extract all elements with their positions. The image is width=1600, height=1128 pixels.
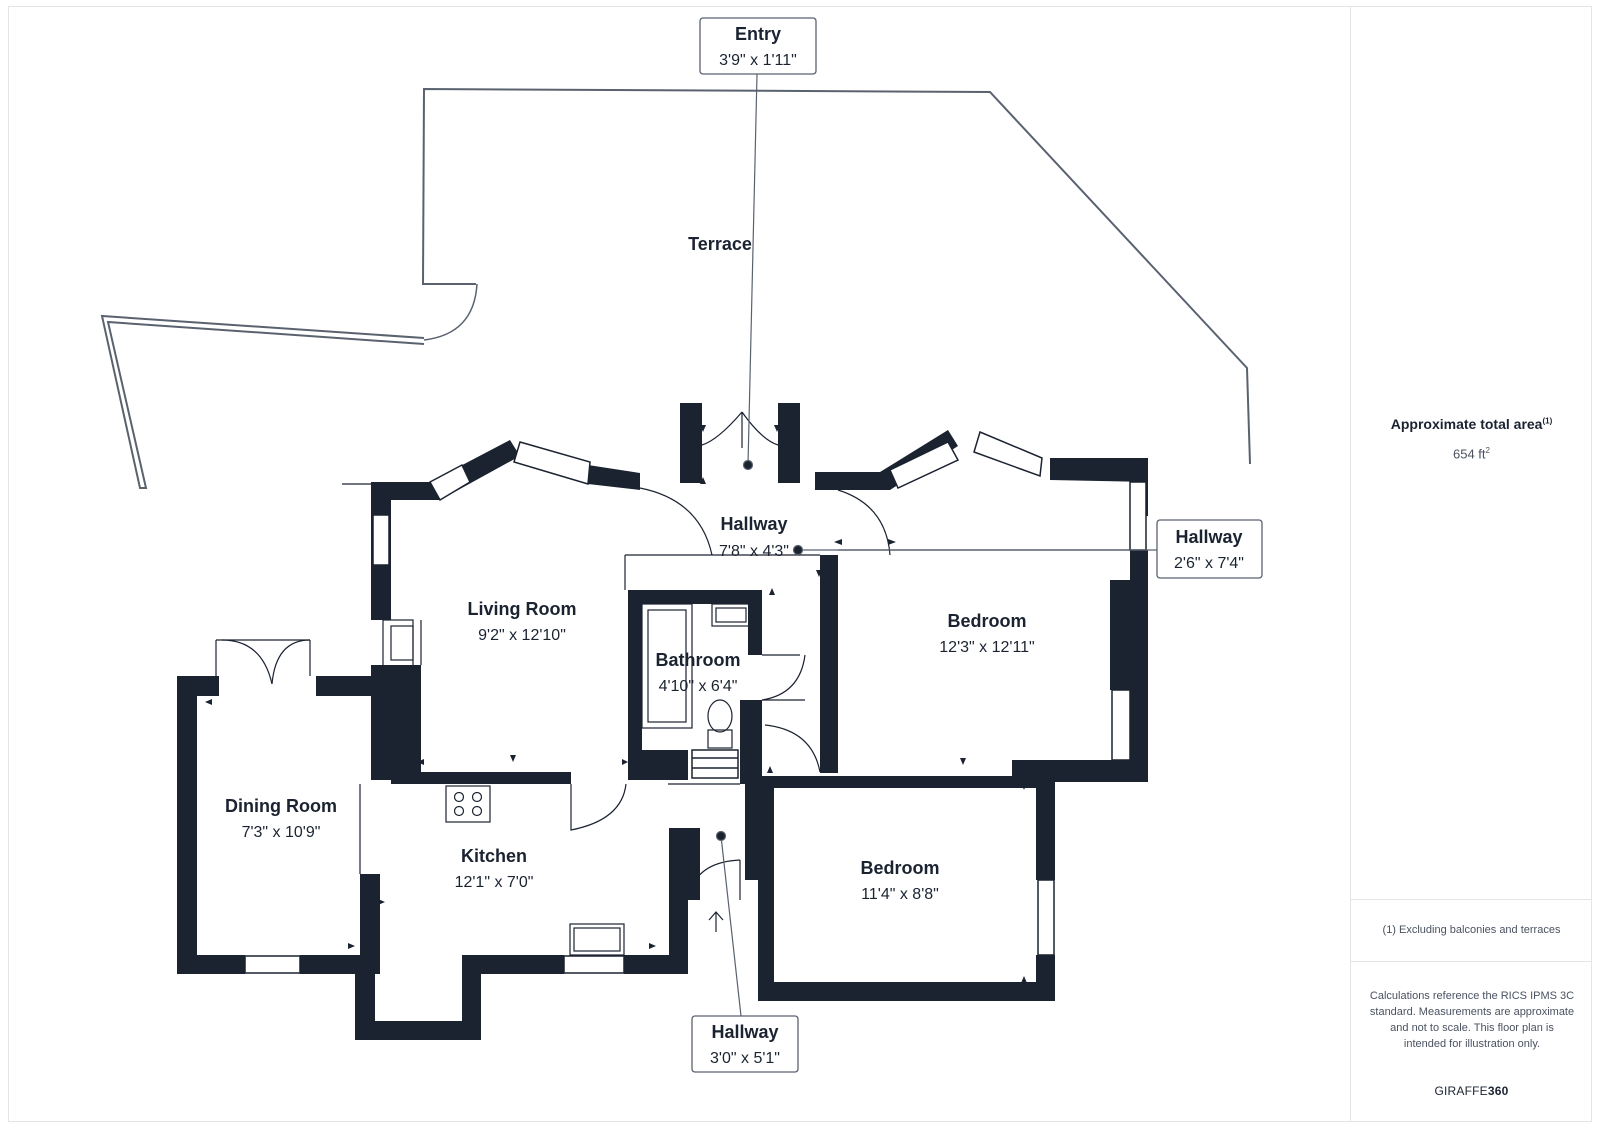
total-area-heading: Approximate total area(1) <box>1351 416 1592 432</box>
bedroom-1-label: Bedroom <box>947 611 1026 631</box>
sidebar-divider-1 <box>1351 899 1592 900</box>
total-area-number: 654 ft <box>1453 446 1486 462</box>
hallway-main-label: Hallway <box>720 514 787 534</box>
area-footnote: (1) Excluding balconies and terraces <box>1382 924 1561 936</box>
entry-dims: 3'9" x 1'11" <box>719 52 797 69</box>
callout-boxes <box>691 17 1263 1073</box>
bathroom-dims: 4'10" x 6'4" <box>659 678 738 695</box>
living-room-label: Living Room <box>468 599 577 619</box>
bedroom-2-label: Bedroom <box>860 858 939 878</box>
info-sidebar: Approximate total area(1) 654 ft2 (1) Ex… <box>1350 6 1592 1122</box>
brand-name-light: GIRAFFE <box>1434 1084 1488 1098</box>
walls <box>177 403 1148 1040</box>
total-area-unit-sup: 2 <box>1485 446 1490 455</box>
bedroom-2-dims: 11'4" x 8'8" <box>861 886 939 903</box>
hallway-south-callout <box>691 1015 799 1073</box>
kitchen-dims: 12'1" x 7'0" <box>455 874 534 891</box>
room-labels: Entry 3'9" x 1'11" Terrace Hallway 7'8" … <box>225 24 1244 1067</box>
brand-logo: GIRAFFE360 <box>1351 1084 1592 1098</box>
floor-plan: Entry 3'9" x 1'11" Terrace Hallway 7'8" … <box>100 17 1263 1073</box>
hallway-east-dims: 2'6" x 7'4" <box>1174 555 1244 572</box>
fixtures <box>215 411 1130 956</box>
sidebar-divider-2 <box>1351 961 1592 962</box>
disclaimer-text: Calculations reference the RICS IPMS 3C … <box>1369 990 1575 1050</box>
leader-lines <box>715 73 1158 1017</box>
entry-callout <box>699 17 817 75</box>
total-area-label: Approximate total area <box>1390 416 1543 432</box>
entry-label: Entry <box>735 24 781 44</box>
bathroom-label: Bathroom <box>656 650 741 670</box>
page-frame <box>8 6 1592 1122</box>
hallway-east-callout <box>1156 519 1263 579</box>
hallway-east-label: Hallway <box>1175 527 1242 547</box>
dining-room-label: Dining Room <box>225 796 337 816</box>
bedroom-1-dims: 12'3" x 12'11" <box>939 639 1034 656</box>
windows <box>244 430 1147 974</box>
brand-name-bold: 360 <box>1487 1084 1509 1098</box>
hallway-south-label: Hallway <box>711 1022 778 1042</box>
terrace-label: Terrace <box>688 234 752 254</box>
dining-room-dims: 7'3" x 10'9" <box>242 824 321 841</box>
terrace-outline <box>100 87 1251 489</box>
kitchen-label: Kitchen <box>461 846 527 866</box>
total-area-note-ref: (1) <box>1542 416 1553 426</box>
living-room-dims: 9'2" x 12'10" <box>478 627 566 644</box>
hallway-main-dims: 7'8" x 4'3" <box>719 543 789 560</box>
total-area-value: 654 ft2 <box>1351 446 1592 461</box>
dimension-ticks <box>205 425 1027 983</box>
hallway-south-dims: 3'0" x 5'1" <box>710 1050 780 1067</box>
